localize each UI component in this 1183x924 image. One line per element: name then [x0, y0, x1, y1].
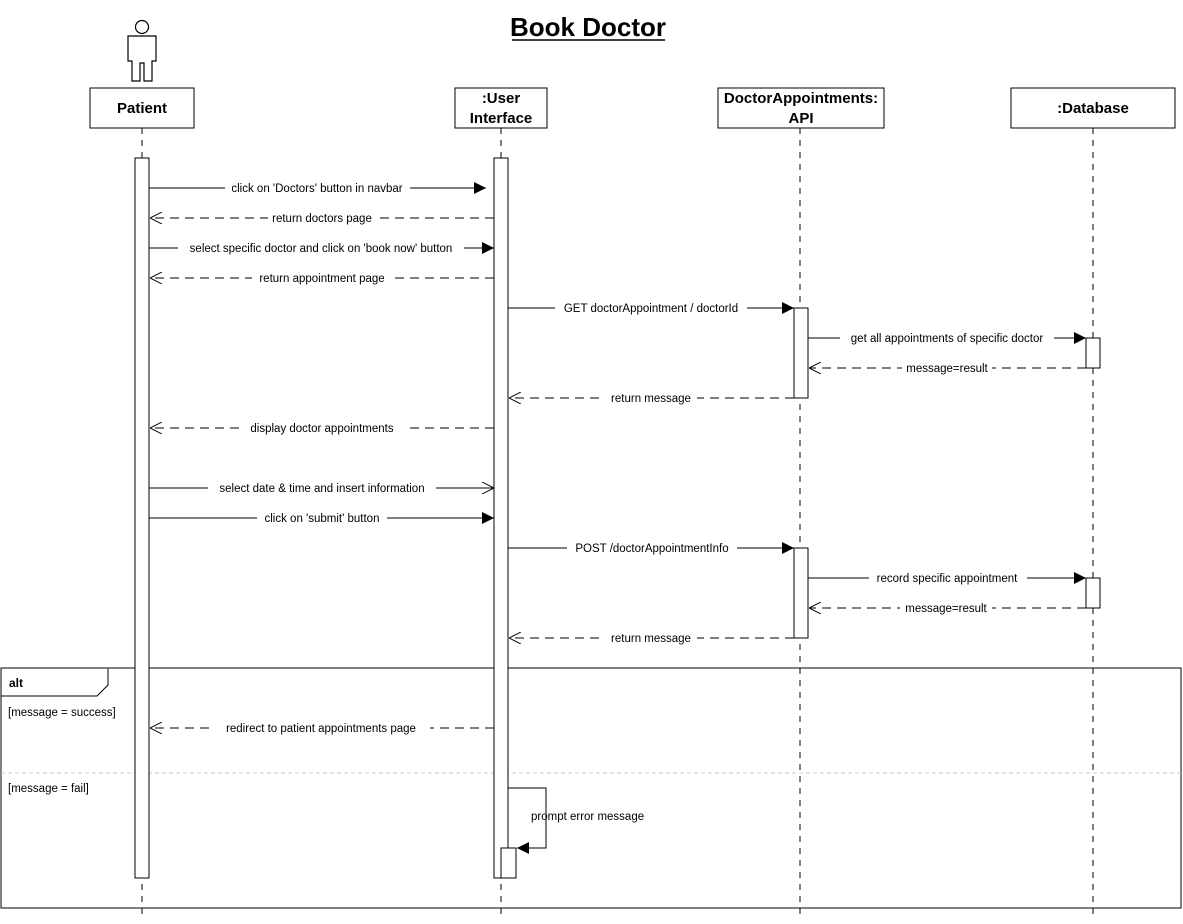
message-label: return doctors page [272, 213, 372, 225]
participant-label-line1: :User [482, 90, 521, 107]
message-label: display doctor appointments [250, 423, 393, 435]
participant-label: :Database [1057, 100, 1129, 117]
alt-guard-success: [message = success] [8, 707, 116, 719]
message-return-doctors-page: return doctors page [150, 211, 494, 225]
activation-patient [134, 157, 150, 879]
alt-frame: alt [message = success] [message = fail] [0, 667, 1182, 909]
message-label: redirect to patient appointments page [226, 723, 416, 735]
message-return-message-2: return message [509, 631, 794, 645]
message-label: click on 'Doctors' button in navbar [231, 183, 402, 195]
alt-frame-tab [1, 668, 109, 697]
participant-label-line2: Interface [470, 110, 533, 127]
message-label: GET doctorAppointment / doctorId [564, 303, 738, 315]
message-label: message=result [906, 363, 988, 375]
message-display-appointments: display doctor appointments [150, 421, 494, 435]
participant-user-interface: :User Interface [454, 87, 548, 129]
message-label: click on 'submit' button [265, 513, 380, 525]
activation-user-interface [493, 157, 509, 879]
message-click-submit: click on 'submit' button [149, 511, 494, 525]
message-label: message=result [905, 603, 987, 615]
participant-api: DoctorAppointments: API [717, 87, 885, 129]
message-label: get all appointments of specific doctor [851, 333, 1044, 345]
message-post-appointment-info: POST /doctorAppointmentInfo [508, 541, 794, 555]
activation-bars [134, 157, 1101, 879]
message-label: prompt error message [531, 811, 644, 823]
participant-label-line2: API [788, 110, 813, 127]
participant-database: :Database [1010, 87, 1176, 129]
activation-database-2 [1085, 577, 1101, 609]
activation-api-2 [793, 547, 809, 639]
activation-user-interface-error [500, 847, 517, 879]
message-redirect-patient-appointments: redirect to patient appointments page [150, 721, 494, 735]
message-record-appointment: record specific appointment [808, 571, 1086, 585]
message-result-2: message=result [809, 601, 1086, 615]
message-label: select specific doctor and click on 'boo… [190, 243, 453, 255]
message-get-doctor-appointment: GET doctorAppointment / doctorId [508, 301, 794, 315]
diagram-title: Book Doctor [510, 12, 666, 42]
activation-api-1 [793, 307, 809, 399]
message-label: POST /doctorAppointmentInfo [575, 543, 728, 555]
alt-operator-label: alt [9, 676, 23, 690]
message-return-appointment-page: return appointment page [150, 271, 494, 285]
participant-label-line1: DoctorAppointments: [724, 90, 878, 107]
message-click-doctors: click on 'Doctors' button in navbar [149, 181, 486, 195]
messages: click on 'Doctors' button in navbar retu… [149, 181, 1086, 854]
alt-guard-fail: [message = fail] [8, 783, 89, 795]
message-label: record specific appointment [877, 573, 1018, 585]
message-select-date-time: select date & time and insert informatio… [149, 481, 494, 495]
message-label: return message [611, 393, 691, 405]
message-prompt-error: prompt error message [508, 787, 644, 854]
message-label: return appointment page [259, 273, 384, 285]
message-label: return message [611, 633, 691, 645]
message-select-doctor: select specific doctor and click on 'boo… [149, 241, 494, 255]
message-get-all-appointments: get all appointments of specific doctor [808, 331, 1086, 345]
message-label: select date & time and insert informatio… [219, 483, 424, 495]
message-result-1: message=result [809, 361, 1086, 375]
participant-label: Patient [117, 100, 167, 117]
participant-patient: Patient [89, 87, 195, 129]
patient-actor-icon [127, 19, 157, 82]
message-return-message-1: return message [509, 391, 794, 405]
activation-database-1 [1085, 337, 1101, 369]
